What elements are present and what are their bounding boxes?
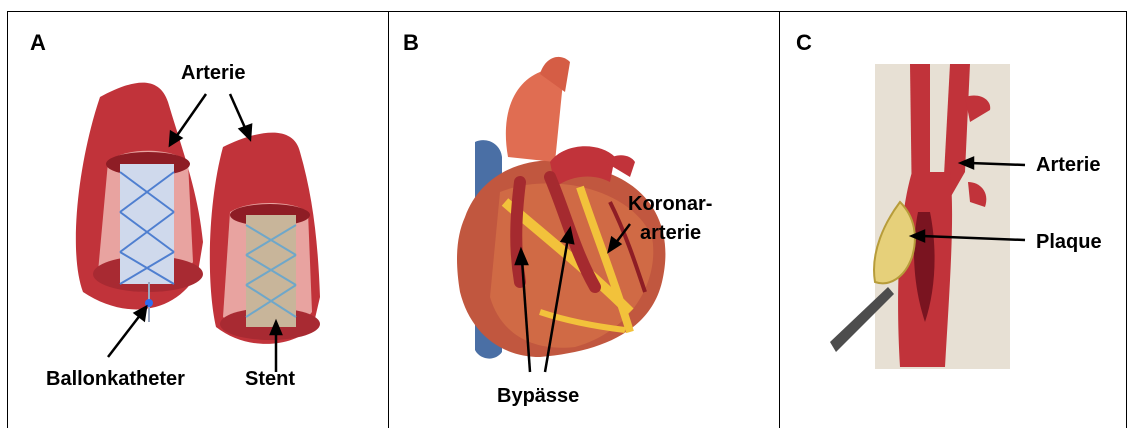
label-arterie-a: Arterie xyxy=(181,62,245,85)
heart-illustration xyxy=(390,12,770,412)
label-arterie-c: Arterie xyxy=(1036,154,1100,177)
label-stent: Stent xyxy=(245,368,295,391)
label-koronar: Koronar- xyxy=(628,193,712,216)
panel-divider-bc xyxy=(779,11,780,428)
label-ballonkatheter: Ballonkatheter xyxy=(46,368,185,391)
label-bypaesse: Bypässe xyxy=(497,385,579,408)
panel-divider-ab xyxy=(388,11,389,428)
artery-tube-right xyxy=(210,133,320,344)
carotid-illustration xyxy=(830,62,1030,372)
artery-tube-left xyxy=(76,83,203,322)
label-arterie-b: arterie xyxy=(640,222,701,245)
panel-letter-c: C xyxy=(796,30,812,56)
label-plaque: Plaque xyxy=(1036,231,1102,254)
